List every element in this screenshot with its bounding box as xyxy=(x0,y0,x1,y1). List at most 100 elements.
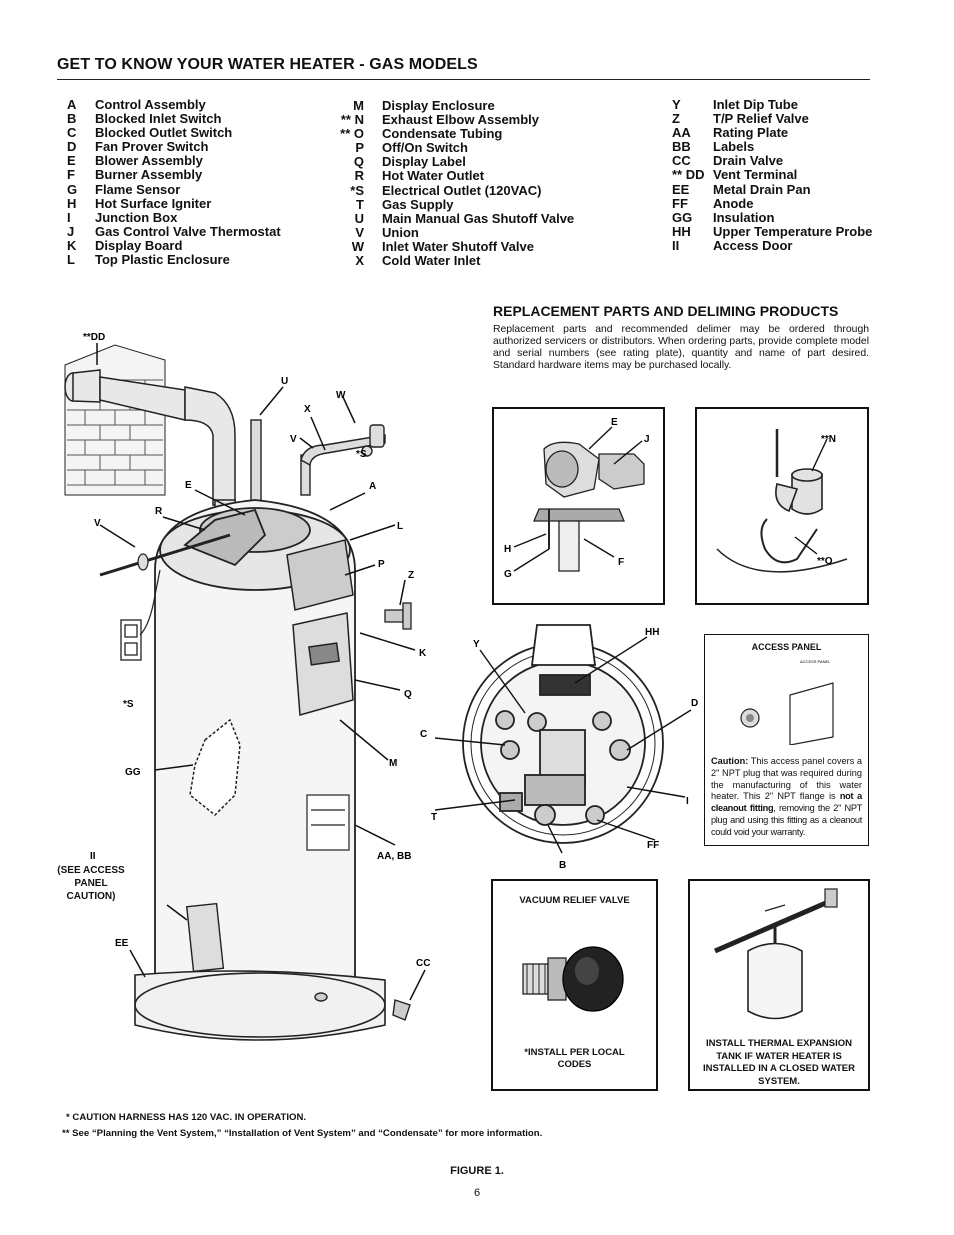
part-code: CC xyxy=(672,153,691,169)
callout-aa-bb: AA, BB xyxy=(377,851,411,862)
part-code: C xyxy=(67,125,77,141)
vacuum-relief-title: VACUUM RELIEF VALVE xyxy=(519,895,630,906)
gas-supply-line xyxy=(99,533,231,577)
part-name: Off/On Switch xyxy=(382,140,468,156)
part-name: Gas Supply xyxy=(382,196,454,212)
callout-b: B xyxy=(559,860,566,871)
parts-list-item: C Blocked Outlet Switch xyxy=(67,126,281,140)
callout-k: K xyxy=(419,648,427,659)
parts-list-item: ** DD Vent Terminal xyxy=(672,168,872,182)
callout-v-left: V xyxy=(94,518,101,529)
callout-q: Q xyxy=(404,689,412,700)
burner-callout-j: J xyxy=(644,434,650,445)
part-name: Cold Water Inlet xyxy=(382,253,481,269)
part-code: J xyxy=(67,223,75,239)
parts-list-item: EE Metal Drain Pan xyxy=(672,181,872,197)
replacement-parts-heading: REPLACEMENT PARTS AND DELIMING PRODUCTS xyxy=(493,303,839,319)
part-code: M xyxy=(353,98,364,113)
tp-relief-valve-icon xyxy=(384,602,412,630)
part-code: X xyxy=(355,253,364,269)
drain-pan-icon xyxy=(134,970,386,1041)
part-name: Flame Sensor xyxy=(95,181,181,197)
plug-icon xyxy=(740,708,760,728)
part-name: Display Label xyxy=(382,154,466,170)
part-name: Gas Control Valve Thermostat xyxy=(95,223,281,239)
parts-list-item: M Display Enclosure xyxy=(339,98,574,113)
part-code: EE xyxy=(672,181,690,197)
part-name: Vent Terminal xyxy=(713,167,798,183)
callout-d: D xyxy=(691,698,698,709)
part-name: Burner Assembly xyxy=(95,167,203,183)
part-name: Control Assembly xyxy=(95,97,206,112)
callout-p: P xyxy=(378,559,385,570)
part-name: Condensate Tubing xyxy=(382,126,503,142)
access-door-icon xyxy=(185,902,225,973)
part-code: ** DD xyxy=(672,167,705,183)
callout-ee: EE xyxy=(115,938,129,949)
vacuum-relief-note: *INSTALL PER LOCAL CODES xyxy=(524,1047,625,1070)
part-name: Display Enclosure xyxy=(382,98,495,113)
part-code: T xyxy=(356,196,364,212)
title-divider xyxy=(57,79,870,80)
parts-list-item: Q Display Label xyxy=(339,155,574,169)
brick-wall-icon xyxy=(64,344,166,496)
parts-list-item: J Gas Control Valve Thermostat xyxy=(67,223,281,239)
callout-v-top: V xyxy=(290,434,297,445)
callout-hh: HH xyxy=(645,627,659,638)
caution-label: Caution: xyxy=(711,756,749,766)
rating-plate-icon xyxy=(306,794,350,851)
note-harness: * CAUTION HARNESS HAS 120 VAC. IN OPERAT… xyxy=(66,1112,307,1123)
part-name: Blocked Outlet Switch xyxy=(95,125,233,141)
part-name: Fan Prover Switch xyxy=(95,139,209,155)
figure-caption: FIGURE 1. xyxy=(450,1165,504,1177)
part-code: BB xyxy=(672,139,691,155)
part-name: Electrical Outlet (120VAC) xyxy=(382,182,542,198)
callout-i: I xyxy=(686,796,689,807)
insulation-cutaway-icon xyxy=(189,718,241,817)
access-panel-tiny-label: ACCESS PANEL xyxy=(800,659,831,664)
part-name: Inlet Dip Tube xyxy=(713,97,798,112)
parts-list-item: T Gas Supply xyxy=(339,196,574,212)
part-name: Metal Drain Pan xyxy=(713,181,811,197)
part-code: Q xyxy=(353,154,364,170)
part-name: Anode xyxy=(713,195,754,211)
part-name: Blower Assembly xyxy=(95,153,203,169)
electrical-outlet-icon xyxy=(120,619,142,661)
callout-z: Z xyxy=(408,570,414,581)
page-number: 6 xyxy=(473,1187,481,1199)
part-code: HH xyxy=(672,223,691,239)
callout-dd: **DD xyxy=(83,332,105,343)
blower-burner-icon xyxy=(533,441,645,572)
elbow-callout-n: **N xyxy=(821,434,836,445)
callout-w: W xyxy=(336,390,346,401)
part-code: II xyxy=(672,237,680,253)
part-code: V xyxy=(355,224,364,240)
callout-x: X xyxy=(304,404,311,415)
part-name: Rating Plate xyxy=(713,125,789,141)
part-name: Hot Surface Igniter xyxy=(95,195,212,211)
part-name: Access Door xyxy=(713,237,793,253)
part-name: Junction Box xyxy=(95,209,178,225)
part-code: GG xyxy=(672,209,693,225)
part-code: Z xyxy=(672,111,680,127)
part-name: Top Plastic Enclosure xyxy=(95,252,230,268)
burner-assembly-box: E J H F G xyxy=(492,407,665,605)
